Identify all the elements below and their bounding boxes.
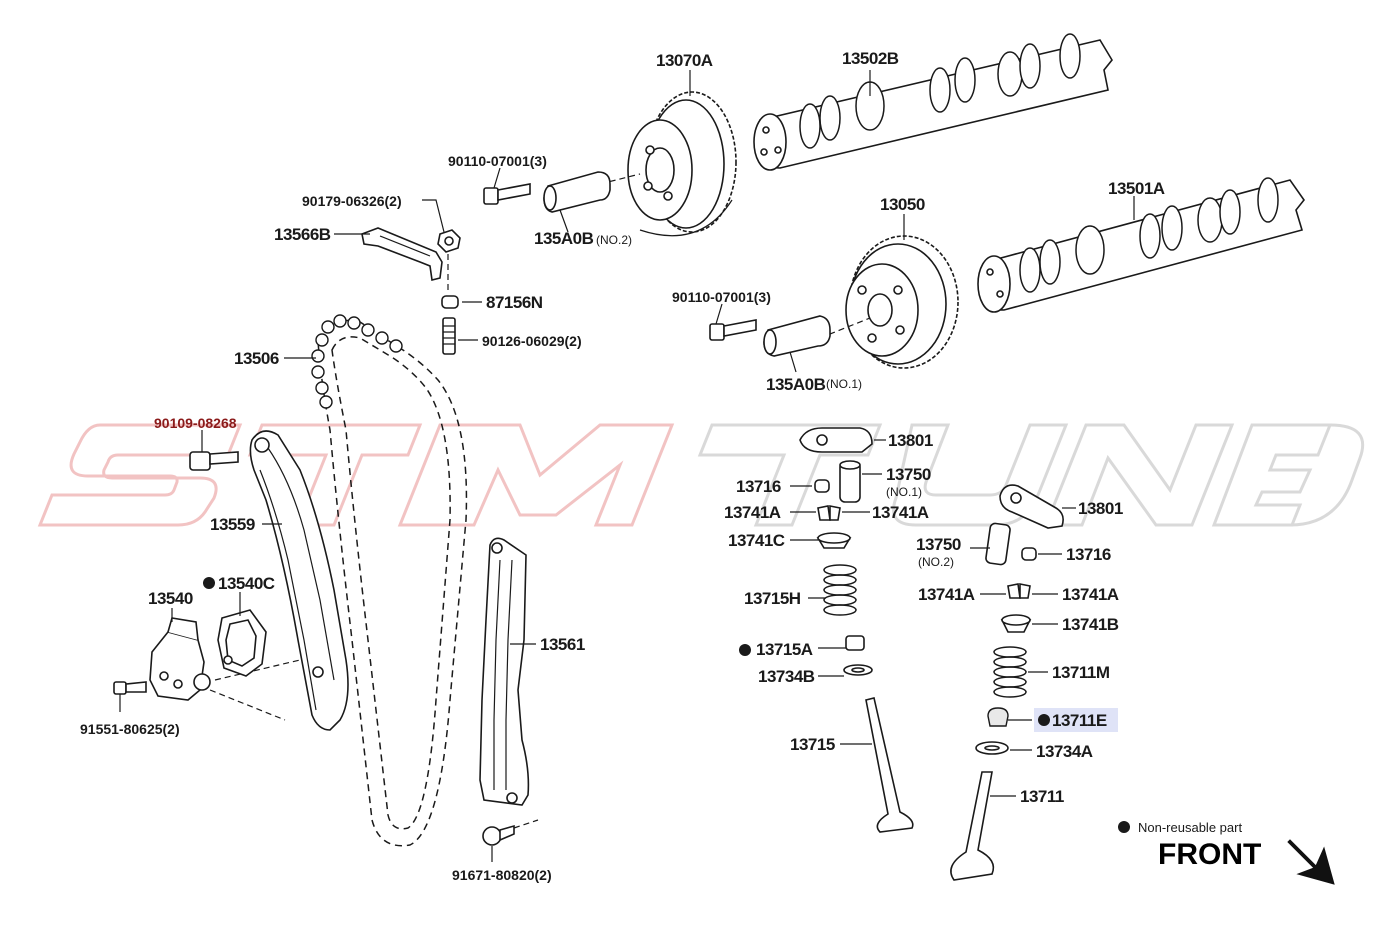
label-135A0B-no1-sub: (NO.1) [826,377,862,391]
bracket-13566B[interactable] [361,227,443,281]
bolt-90110-upper[interactable] [483,183,531,205]
valve-13715[interactable] [865,697,914,833]
label-135A0B-no2[interactable]: 135A0B [534,229,594,248]
callout-labels: 13070A 13502B 90110-07001(3) 90179-06326… [80,49,1165,883]
label-13741A-a[interactable]: 13741A [724,503,781,522]
non-reusable-dot-13715A [739,644,751,656]
label-90110-lower[interactable]: 90110-07001(3) [672,289,771,305]
lash-adjuster-13750-no1[interactable] [839,460,861,503]
label-13050[interactable]: 13050 [880,195,925,214]
legend-note: Non-reusable part [1138,820,1242,835]
label-13501A[interactable]: 13501A [1108,179,1165,198]
label-13801-lower[interactable]: 13801 [1078,499,1123,518]
label-13715[interactable]: 13715 [790,735,835,754]
label-90126[interactable]: 90126-06029(2) [482,333,582,349]
label-13711E[interactable]: 13711E [1052,711,1107,730]
label-13540[interactable]: 13540 [148,589,193,608]
bolt-91671[interactable] [482,819,539,862]
retainer-13741C[interactable] [816,532,852,549]
label-13716-left[interactable]: 13716 [736,477,781,496]
collar-87156N[interactable] [441,295,459,309]
label-13716-right[interactable]: 13716 [1066,545,1111,564]
retainer-13741B[interactable] [1000,614,1032,633]
bolt-91551[interactable] [113,681,147,712]
label-13715H[interactable]: 13715H [744,589,801,608]
cap-13716-right[interactable] [1021,547,1037,561]
label-13502B[interactable]: 13502B [842,49,899,68]
label-13750-no2-sub: (NO.2) [918,555,954,569]
valve-13711[interactable] [950,771,995,881]
front-arrow-icon [1287,839,1335,885]
keepers-13741A-left[interactable] [817,505,841,521]
valve-seal-13711E[interactable] [987,707,1009,727]
watermark [37,423,1365,527]
vvt-sprocket-13050[interactable] [845,235,959,369]
legend-dot [1118,821,1130,833]
label-13506[interactable]: 13506 [234,349,279,368]
nut-90179[interactable] [437,229,461,253]
label-135A0B-no1[interactable]: 135A0B [766,375,826,394]
label-91671[interactable]: 91671-80820(2) [452,867,552,883]
valve-spring-13711M[interactable] [993,646,1027,698]
bolt-90110-lower[interactable] [709,319,757,341]
label-13741A-d[interactable]: 13741A [1062,585,1119,604]
label-13741A-b[interactable]: 13741A [872,503,929,522]
washer-13734B[interactable] [843,664,873,676]
chain-damper-13561[interactable] [479,537,530,806]
label-13070A[interactable]: 13070A [656,51,713,70]
label-13741C[interactable]: 13741C [728,531,785,550]
label-90179[interactable]: 90179-06326(2) [302,193,402,209]
keepers-13741A-right[interactable] [1007,583,1031,599]
label-135A0B-no2-sub: (NO.2) [596,233,632,247]
leader-lines [171,70,1135,797]
label-13559[interactable]: 13559 [210,515,255,534]
label-91551[interactable]: 91551-80625(2) [80,721,180,737]
label-13734B[interactable]: 13734B [758,667,815,686]
cam-bolt-135A0B-no2[interactable] [543,171,611,213]
vvt-sprocket-13070A[interactable] [627,91,737,237]
label-13750-no1-sub: (NO.1) [886,485,922,499]
camshaft-13502B[interactable] [753,33,1113,171]
rocker-arm-13801-lower[interactable] [999,484,1064,529]
tensioner-gasket-13540C[interactable] [217,609,267,677]
valve-seal-13715A[interactable] [845,635,865,651]
label-13734A[interactable]: 13734A [1036,742,1093,761]
bolt-90109[interactable] [189,451,239,471]
label-87156N[interactable]: 87156N [486,293,543,312]
label-13566B[interactable]: 13566B [274,225,331,244]
washer-13734A[interactable] [975,741,1009,755]
label-13801-upper[interactable]: 13801 [888,431,933,450]
valve-spring-13715H[interactable] [823,564,857,616]
stud-90126[interactable] [442,317,456,355]
front-label: FRONT [1158,838,1261,871]
timing-chain-13506[interactable] [311,314,468,847]
legend: Non-reusable part FRONT [1118,820,1335,885]
label-90109[interactable]: 90109-08268 [154,415,237,431]
label-13540C[interactable]: 13540C [218,574,275,593]
label-13750-no2[interactable]: 13750 [916,535,961,554]
label-13741A-c[interactable]: 13741A [918,585,975,604]
label-13750-no1[interactable]: 13750 [886,465,931,484]
chain-guide-13559[interactable] [249,430,349,731]
non-reusable-dot-13540C [203,577,215,589]
cap-13716-left[interactable] [814,479,830,493]
chain-tensioner-13540[interactable] [149,617,301,721]
rocker-arm-13801-upper[interactable] [799,427,873,453]
label-13711[interactable]: 13711 [1020,787,1064,806]
label-13741B[interactable]: 13741B [1062,615,1119,634]
label-90110-upper[interactable]: 90110-07001(3) [448,153,547,169]
non-reusable-dot-13711E [1038,714,1050,726]
cam-bolt-135A0B-no1[interactable] [763,315,831,357]
camshaft-13501A[interactable] [977,177,1305,313]
lash-adjuster-13750-no2[interactable] [985,522,1011,566]
label-13715A[interactable]: 13715A [756,640,813,659]
label-13561[interactable]: 13561 [540,635,585,654]
label-13711M[interactable]: 13711M [1052,663,1110,682]
